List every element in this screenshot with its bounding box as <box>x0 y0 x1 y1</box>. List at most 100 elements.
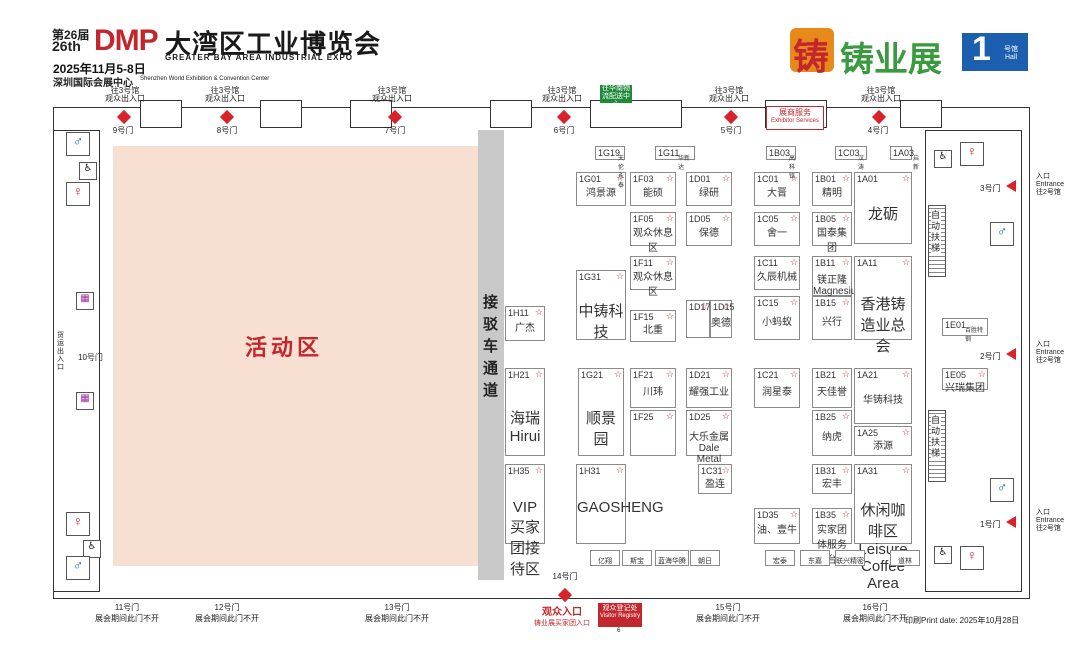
expo-title-en: GREATER BAY AREA INDUSTRIAL EXPO <box>165 53 354 62</box>
booth-1d21[interactable]: 1D21☆耀强工业 <box>686 368 732 408</box>
strip-booth[interactable]: 斯宝 <box>622 550 652 566</box>
visitor-entrance[interactable]: 观众入口 铸业展买家团入口 <box>532 603 592 628</box>
booth-name: 保德 <box>699 228 719 239</box>
star-icon: ☆ <box>841 173 850 183</box>
booth-1b31[interactable]: 1B31☆宏丰 <box>812 464 852 494</box>
strip-booth[interactable]: 亿翔 <box>590 550 620 566</box>
bottom-gate-11[interactable]: 11号门 展会期间此门不开 <box>92 602 162 624</box>
booth-1h35[interactable]: 1H35☆VIP 买家团接待区 <box>505 464 545 578</box>
right-gate-3[interactable]: 入口 Entrance 往2号馆 <box>1036 173 1064 197</box>
booth-1h31[interactable]: 1H31☆GAOSHENG <box>576 464 664 544</box>
booth-1d05[interactable]: 1D05☆保德 <box>686 212 732 246</box>
booth-1f25[interactable]: 1F25☆ <box>630 410 676 456</box>
bottom-gate-12[interactable]: 12号门 展会期间此门不开 <box>192 602 262 624</box>
strip-booth[interactable]: 道林 <box>890 550 920 566</box>
booth-1c31[interactable]: 1C31☆盈连 <box>698 464 732 494</box>
top-gate-9[interactable]: 往3号馆 观众出入口 <box>105 87 145 103</box>
booth-name: 龙砺 <box>867 206 898 223</box>
top-gate-7[interactable]: 往3号馆 观众出入口 <box>372 87 412 103</box>
strip-booth[interactable]: 联兴精密 <box>835 550 865 566</box>
booth-1b35[interactable]: 1B35☆实家团体服务台 <box>812 508 852 566</box>
booth-1f11[interactable]: 1F11☆观众休息区 <box>630 256 676 298</box>
gate-door: 16号门 <box>862 603 888 612</box>
booth-1e05[interactable]: 1E05☆兴瑞集团 <box>942 368 988 394</box>
booth-1g01[interactable]: 1G01☆鸿景源 <box>576 172 626 206</box>
booth-1d15[interactable]: 1D15☆奥德 <box>710 300 735 338</box>
booth-1g31[interactable]: 1G31☆中铸科技 <box>576 270 626 341</box>
activity-area[interactable] <box>113 146 478 566</box>
strip-booth[interactable]: 宏泰 <box>765 550 795 566</box>
star-icon: ☆ <box>721 411 730 421</box>
expo-logo: DMP <box>94 24 159 57</box>
booth-1a11[interactable]: 1A11☆香港铸造业总会 <box>854 256 912 355</box>
door-8: 8号门 <box>216 126 238 135</box>
booth-name: 纳虎 <box>822 432 842 443</box>
booth-1b21[interactable]: 1B21☆天佳誉 <box>812 368 852 408</box>
gate-note: 展会期间此门不开 <box>365 614 429 623</box>
strip-booth[interactable]: 蓝海华腾 <box>655 550 689 566</box>
bottom-gate-15[interactable]: 15号门 展会期间此门不开 <box>693 602 763 624</box>
booth-1g21[interactable]: 1G21☆顺景园 <box>578 368 624 456</box>
booth-1h21[interactable]: 1H21☆海瑞 Hirui <box>505 368 545 456</box>
right-gate-2[interactable]: 入口 Entrance 往2号馆 <box>1036 341 1064 365</box>
booth-1b01[interactable]: 1B01☆精明 <box>812 172 852 206</box>
booth-name: 香港铸造业总会 <box>860 296 906 355</box>
booth-name: 休闲咖啡区 Leisure Coffee Area <box>858 502 908 592</box>
booth-id: 1D35 <box>757 510 779 520</box>
star-icon: ☆ <box>841 297 850 307</box>
booth-1c15[interactable]: 1C15☆小蚂蚁 <box>754 296 800 340</box>
bottom-gate-14[interactable]: 14号门 <box>545 571 585 582</box>
booth-1f21[interactable]: 1F21☆川玮 <box>630 368 676 408</box>
expo-dates: 2025年11月5-8日 <box>53 62 146 76</box>
exhibitor-services[interactable]: 展商服务 Exhibitor Services <box>766 106 824 130</box>
booth-name: 广杰 <box>515 322 535 334</box>
star-icon: ☆ <box>721 301 730 311</box>
booth-1a21[interactable]: 1A21☆华铸科技 <box>854 368 912 424</box>
booth-name: 高科铭 <box>789 156 796 180</box>
bottom-gate-13[interactable]: 13号门 展会期间此门不开 <box>362 602 432 624</box>
booth-1b25[interactable]: 1B25☆纳虎 <box>812 410 852 456</box>
booth-1c05[interactable]: 1C05☆舍一 <box>754 212 800 246</box>
booth-1f05[interactable]: 1F05☆观众休息区 <box>630 212 676 254</box>
booth-1a03[interactable]: 1A03启新 <box>890 146 919 171</box>
booth-1c01[interactable]: 1C01☆大晋 <box>754 172 800 206</box>
bottom-gate-16[interactable]: 16号门 展会期间此门不开 <box>840 602 910 624</box>
booth-1f03[interactable]: 1F03☆能硕 <box>630 172 676 206</box>
booth-1a25[interactable]: 1A25☆添源 <box>854 426 912 456</box>
booth-1h11[interactable]: 1H11☆广杰 <box>505 306 545 341</box>
booth-1d25[interactable]: 1D25☆大乐金属 Dale Metal <box>686 410 732 465</box>
booth-name: 实家团体服务台 <box>817 525 847 566</box>
strip-booth[interactable]: 东嘉 <box>800 550 830 566</box>
booth-1a01[interactable]: 1A01☆龙砺 <box>854 172 912 244</box>
right-gate-1[interactable]: 入口 Entrance 往2号馆 <box>1036 509 1064 533</box>
top-gate-6[interactable]: 往3号馆 观众出入口 <box>542 87 582 103</box>
booth-1c21[interactable]: 1C21☆润星泰 <box>754 368 800 408</box>
top-gate-4[interactable]: 往3号馆 观众出入口 <box>861 87 901 103</box>
booth-1d35[interactable]: 1D35☆油、壹牛 <box>754 508 800 544</box>
booth-1f15[interactable]: 1F15☆北重 <box>630 310 676 342</box>
hall-label-cn: 号馆 <box>1004 46 1018 53</box>
strip-booth[interactable]: 朝日 <box>690 550 720 566</box>
booth-1b15[interactable]: 1B15☆兴行 <box>812 296 852 340</box>
booth-1b05[interactable]: 1B05☆国泰集团 <box>812 212 852 254</box>
booth-name: 奥德 <box>711 318 731 329</box>
exhibitor-services-en: Exhibitor Services <box>770 118 820 124</box>
star-icon: ☆ <box>789 509 798 519</box>
visitor-registry[interactable]: 观众登记处 Visitor Registry <box>598 603 642 627</box>
booth-1c11[interactable]: 1C11☆久辰机械 <box>754 256 800 290</box>
top-gate-8[interactable]: 往3号馆 观众出入口 <box>205 87 245 103</box>
booth-1d01[interactable]: 1D01☆绿研 <box>686 172 732 206</box>
booth-1b11[interactable]: 1B11☆镁正隆 Magnesium <box>812 256 865 297</box>
booth-name: 鸿景源 <box>586 188 616 199</box>
booth-1a31[interactable]: 1A31☆休闲咖啡区 Leisure Coffee Area <box>854 464 912 592</box>
escalator-top-label: 自动扶梯 <box>931 210 941 254</box>
booth-1d17[interactable]: 1D17☆ <box>686 300 711 338</box>
star-icon: ☆ <box>665 173 674 183</box>
restroom-female-icon: ♀ <box>66 512 90 536</box>
top-gate-5[interactable]: 往3号馆 观众出入口 <box>709 87 749 103</box>
